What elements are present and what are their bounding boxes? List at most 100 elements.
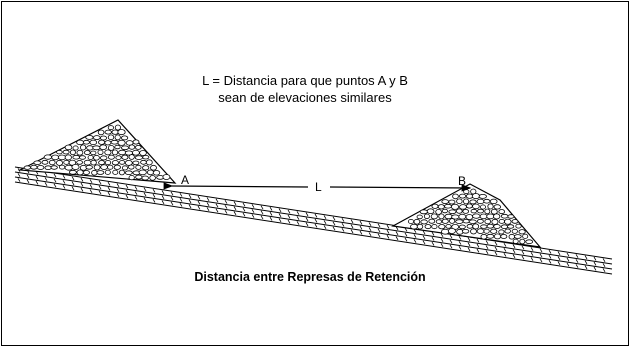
stone xyxy=(128,144,136,150)
stone xyxy=(486,233,495,239)
strata-hatch-mark xyxy=(278,213,282,218)
stone xyxy=(140,159,147,165)
strata-hatch-mark xyxy=(161,195,165,200)
stone xyxy=(89,139,98,146)
strata-hatch-mark xyxy=(314,218,318,223)
stone xyxy=(462,208,470,214)
stone xyxy=(104,140,112,146)
stone xyxy=(145,159,153,166)
stone xyxy=(486,213,495,220)
stone xyxy=(139,150,147,156)
stone xyxy=(114,134,121,141)
strata-hatch-mark xyxy=(404,237,408,242)
strata-hatch-mark xyxy=(107,191,111,196)
strata-hatch-mark xyxy=(233,206,237,211)
diagram-caption: Distancia entre Represas de Retención xyxy=(194,270,426,284)
strata-hatch-mark xyxy=(62,179,66,184)
stone xyxy=(107,144,115,151)
stone xyxy=(121,165,129,171)
strata-hatch-mark xyxy=(584,260,588,265)
stone xyxy=(117,139,126,146)
stone xyxy=(87,154,94,160)
strata-hatch-mark xyxy=(233,201,237,206)
stone xyxy=(118,149,127,156)
stone xyxy=(99,155,108,161)
strata-hatch-mark xyxy=(269,211,273,216)
stone xyxy=(437,204,445,210)
stone xyxy=(468,219,477,224)
strata-hatch-mark xyxy=(368,227,372,232)
strata-hatch-mark xyxy=(368,222,372,227)
stone xyxy=(493,213,501,220)
strata-hatch-mark xyxy=(341,217,345,222)
strata-hatch-mark xyxy=(386,229,390,234)
stone xyxy=(435,219,442,224)
strata-hatch-mark xyxy=(278,208,282,213)
stone xyxy=(69,149,76,156)
stone xyxy=(146,169,154,176)
stone xyxy=(107,125,115,130)
strata-hatch-mark xyxy=(215,208,219,213)
strata-hatch-mark xyxy=(440,233,444,238)
strata-hatch-mark xyxy=(557,261,561,266)
strata-hatch-mark xyxy=(539,248,543,253)
stone xyxy=(132,160,140,166)
stone xyxy=(97,149,104,155)
stone xyxy=(487,203,494,210)
strata-hatch-mark xyxy=(458,245,462,250)
stone xyxy=(23,165,31,170)
stone xyxy=(472,213,481,219)
stone xyxy=(441,208,448,214)
strata-hatch-mark xyxy=(206,202,210,207)
strata-hatch-mark xyxy=(341,222,345,227)
strata-hatch-mark xyxy=(107,181,111,186)
strata-hatch-mark xyxy=(512,244,516,249)
stone xyxy=(121,154,129,160)
stone xyxy=(458,224,466,230)
strata-hatch-mark xyxy=(305,212,309,217)
strata-hatch-mark xyxy=(503,242,507,247)
strata-hatch-mark xyxy=(296,211,300,215)
stone xyxy=(430,213,438,220)
strata-hatch-mark xyxy=(134,196,138,200)
stone xyxy=(85,165,93,170)
stone xyxy=(96,170,105,175)
stone xyxy=(72,145,79,151)
stone xyxy=(518,229,526,235)
stone xyxy=(471,193,480,200)
strata-hatch-mark xyxy=(224,199,228,204)
strata-hatch-mark xyxy=(404,227,408,232)
stone xyxy=(508,233,515,240)
stone xyxy=(469,199,477,205)
stone xyxy=(493,204,501,210)
strata-hatch-mark xyxy=(503,252,507,257)
strata-hatch-mark xyxy=(386,224,390,229)
stone xyxy=(444,213,453,220)
strata-hatch-mark xyxy=(332,221,336,226)
strata-hatch-mark xyxy=(575,264,579,268)
strata-hatch-mark xyxy=(170,191,174,196)
strata-hatch-mark xyxy=(332,226,336,231)
stone xyxy=(490,228,498,234)
strata-hatch-mark xyxy=(53,173,57,178)
strata-hatch-mark xyxy=(548,259,552,264)
stone xyxy=(117,129,126,136)
strata-hatch-mark xyxy=(179,192,183,197)
stone xyxy=(134,155,143,160)
stone xyxy=(71,163,80,170)
stone xyxy=(444,203,452,209)
strata-hatch-mark xyxy=(458,235,462,240)
stone xyxy=(493,233,502,240)
strata-hatch-mark xyxy=(44,177,48,182)
strata-hatch-mark xyxy=(179,197,183,202)
stone xyxy=(426,208,435,215)
stone xyxy=(92,145,101,151)
strata-hatch-mark xyxy=(89,189,93,194)
stone xyxy=(458,193,467,199)
stone xyxy=(98,160,105,166)
strata-hatch-mark xyxy=(602,258,606,263)
strata-hatch-mark xyxy=(89,184,93,189)
distance-l-label: L xyxy=(315,180,322,194)
stone xyxy=(93,135,101,141)
stone xyxy=(79,155,86,160)
